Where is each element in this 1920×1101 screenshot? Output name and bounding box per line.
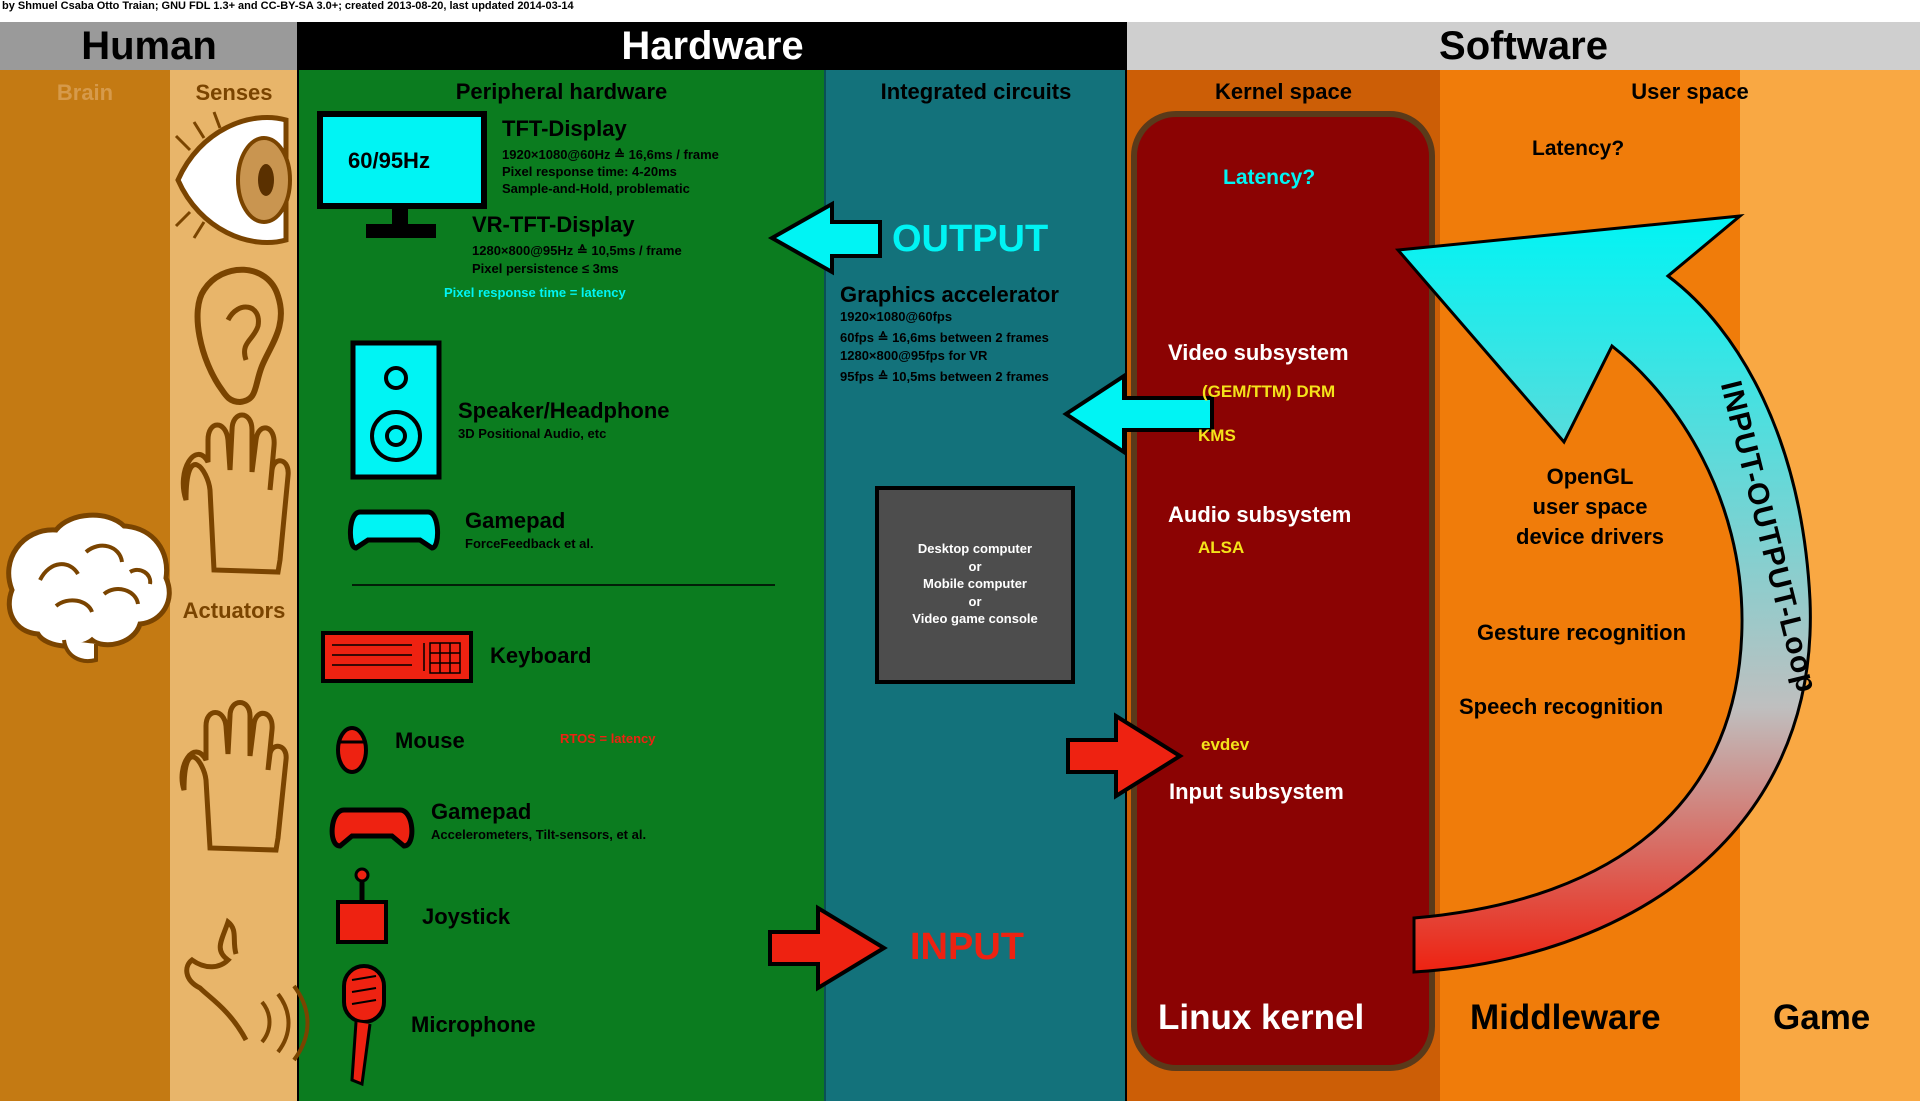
tft-spec-1: 1920×1080@60Hz ≙ 16,6ms / frame (502, 147, 719, 162)
kernel-space-label: Kernel space (1215, 79, 1352, 104)
joystick-label: Joystick (422, 904, 511, 929)
gpu-spec-1: 1920×1080@60fps (840, 309, 953, 324)
tft-spec-3: Sample-and-Hold, problematic (502, 181, 690, 196)
opengl-drivers-label: OpenGL user space device drivers (1480, 462, 1700, 552)
integrated-label: Integrated circuits (880, 79, 1072, 104)
evdev-label: evdev (1201, 735, 1250, 754)
speaker-title: Speaker/Headphone (458, 398, 670, 423)
pixel-response-note: Pixel response time = latency (444, 285, 626, 300)
audio-subsystem-label: Audio subsystem (1168, 502, 1352, 527)
mouth-icon (184, 917, 310, 1062)
gpu-spec-3: 1280×800@95fps for VR (840, 348, 988, 363)
human-header: Human (0, 22, 298, 70)
middleware-label: Middleware (1470, 998, 1661, 1037)
keyboard-icon (321, 631, 473, 683)
monitor-refresh-label: 60/95Hz (348, 148, 430, 173)
microphone-label: Microphone (411, 1012, 536, 1037)
eye-icon (174, 111, 292, 245)
actuators-label: Actuators (182, 598, 286, 623)
hand-lower-icon (179, 700, 289, 853)
software-header: Software (1127, 22, 1920, 70)
drm-label: (GEM/TTM) DRM (1202, 382, 1336, 401)
gesture-recognition-label: Gesture recognition (1477, 620, 1687, 645)
hardware-header: Hardware (298, 22, 1127, 70)
computer-box (875, 486, 1075, 684)
opengl-line-2: user space (1532, 494, 1648, 519)
game-label: Game (1773, 998, 1871, 1037)
input-subsystem-label: Input subsystem (1169, 779, 1344, 804)
monitor-icon (317, 111, 487, 238)
microphone-icon (342, 964, 386, 1087)
computer-line-5: Video game console (912, 611, 1038, 626)
computer-line-2: or (968, 558, 982, 574)
input-arrow (768, 904, 888, 992)
tft-spec-2: Pixel response time: 4-20ms (502, 164, 677, 179)
vr-spec-1: 1280×800@95Hz ≙ 10,5ms / frame (472, 243, 682, 258)
mouse-icon (336, 726, 368, 774)
input-label: INPUT (910, 926, 1024, 968)
speaker-subtitle: 3D Positional Audio, etc (458, 426, 607, 441)
gamepad-input-icon (329, 807, 415, 849)
mouse-label: Mouse (395, 728, 465, 753)
brain-icon (6, 512, 172, 663)
ear-icon (194, 266, 284, 406)
computer-line-3: Mobile computer (922, 576, 1027, 591)
user-space-label: User space (1631, 79, 1749, 104)
output-label: OUTPUT (892, 218, 1049, 260)
gpu-spec-4: 95fps ≙ 10,5ms between 2 frames (840, 369, 1049, 384)
credit-line: by Shmuel Csaba Otto Traian; GNU FDL 1.3… (2, 0, 574, 12)
gpu-spec-2: 60fps ≙ 16,6ms between 2 frames (840, 330, 1049, 345)
gamepad-output-subtitle: ForceFeedback et al. (465, 536, 594, 551)
hand-upper-icon (180, 412, 291, 575)
computer-line-4: or (968, 593, 982, 609)
senses-label: Senses (195, 80, 273, 105)
gamepad-input-title: Gamepad (431, 799, 532, 824)
kms-label: KMS (1198, 426, 1236, 445)
opengl-line-3: device drivers (1516, 524, 1664, 549)
linux-kernel-label: Linux kernel (1158, 998, 1365, 1037)
speech-recognition-label: Speech recognition (1459, 694, 1664, 719)
output-arrow (767, 200, 882, 276)
evdev-arrow (1066, 712, 1184, 800)
userspace-latency-label: Latency? (1532, 137, 1625, 160)
computer-line-1: Desktop computer (917, 541, 1033, 556)
kernel-latency-label: Latency? (1223, 166, 1316, 189)
brain-label: Brain (56, 80, 114, 105)
alsa-label: ALSA (1198, 538, 1245, 557)
opengl-line-1: OpenGL (1546, 464, 1634, 489)
speaker-icon (350, 340, 442, 480)
computer-box-text: Desktop computer or Mobile computer or V… (877, 540, 1073, 628)
gamepad-output-title: Gamepad (465, 508, 566, 533)
joystick-icon (336, 867, 388, 944)
vr-display-title: VR-TFT-Display (472, 212, 635, 237)
video-subsystem-label: Video subsystem (1168, 340, 1349, 365)
video-to-gpu-arrow (1062, 372, 1214, 456)
gamepad-output-icon (348, 509, 440, 551)
tft-display-title: TFT-Display (502, 116, 627, 141)
keyboard-label: Keyboard (490, 643, 592, 668)
linux-kernel-box (1131, 111, 1435, 1071)
vr-spec-2: Pixel persistence ≤ 3ms (472, 261, 619, 276)
peripheral-label: Peripheral hardware (455, 79, 668, 104)
input-output-loop-arrow (1394, 214, 1812, 974)
graphics-accelerator-title: Graphics accelerator (840, 282, 1059, 307)
rtos-note: RTOS = latency (560, 731, 656, 746)
gamepad-input-subtitle: Accelerometers, Tilt-sensors, et al. (431, 827, 647, 842)
